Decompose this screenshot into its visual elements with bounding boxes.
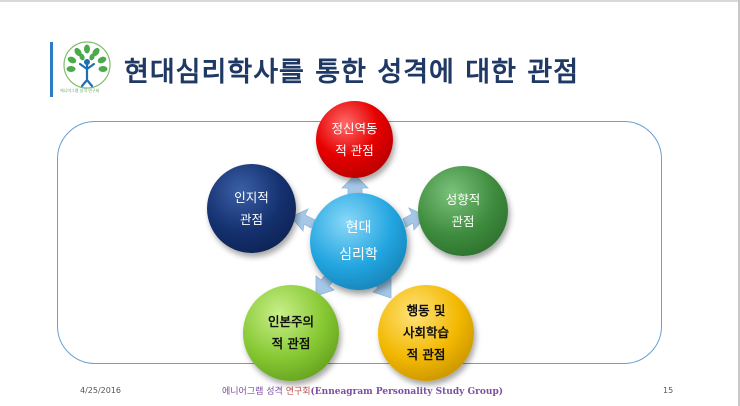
- node-behavioral-social: 행동 및 사회학습 적 관점: [378, 285, 474, 381]
- footer-text: (Enneagram Personality Study Group): [310, 387, 503, 397]
- node-label: 사회학습: [402, 325, 449, 340]
- node-label: 관점: [451, 214, 475, 229]
- node-humanistic: 인본주의 적 관점: [243, 285, 339, 381]
- node-label: 행동 및: [406, 303, 446, 318]
- node-dispositional: 성향적 관점: [418, 166, 508, 256]
- node-cognitive: 인지적 관점: [207, 164, 296, 253]
- node-label: 심리학: [339, 246, 378, 263]
- title-accent-bar: [50, 42, 53, 97]
- node-label: 적 관점: [335, 142, 374, 158]
- tree-people-logo-icon: [63, 41, 111, 89]
- page-title: 현대심리학사를 통한 성격에 대한 관점: [124, 57, 580, 88]
- node-label: 적 관점: [271, 336, 311, 351]
- node-label: 성향적: [445, 192, 481, 207]
- logo-caption: 에니어그램 성격 연구회: [60, 88, 100, 93]
- page-number: 15: [663, 386, 674, 395]
- footer-text: 연구회: [285, 387, 311, 397]
- node-label: 인본주의: [267, 314, 314, 329]
- node-label: 관점: [239, 211, 263, 227]
- node-psychodynamic: 정신역동 적 관점: [316, 101, 393, 178]
- footer-date: 4/25/2016: [80, 386, 122, 395]
- node-label: 적 관점: [406, 347, 446, 362]
- right-divider: [738, 0, 740, 406]
- node-label: 정신역동: [331, 120, 378, 136]
- node-label: 인지적: [234, 189, 269, 205]
- footer-study-group: 에니어그램 성격 연구회(Enneagram Personality Study…: [222, 384, 503, 397]
- top-divider: [0, 0, 740, 2]
- footer-text: 에니어그램 성격: [222, 387, 286, 397]
- node-modern-psychology: 현대 심리학: [310, 193, 407, 290]
- arrow-left-icon: [290, 208, 316, 232]
- node-label: 현대: [345, 219, 372, 236]
